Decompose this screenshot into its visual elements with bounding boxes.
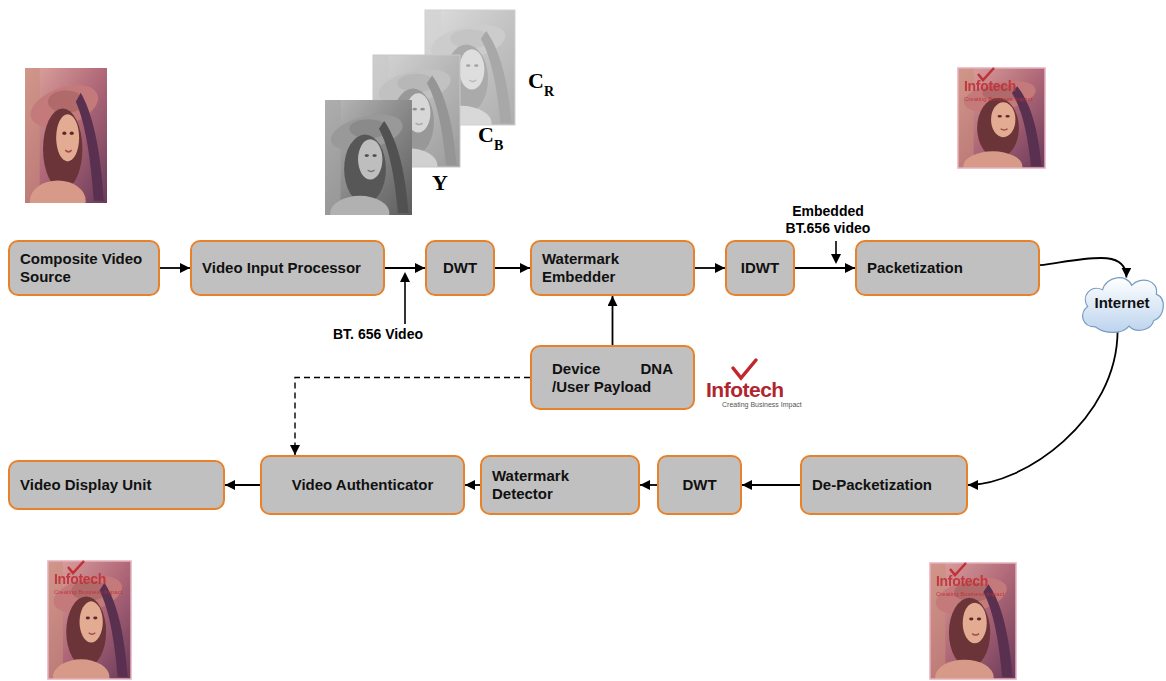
box-text: Packetization [867,259,1028,277]
box-text: IDWT [737,259,783,277]
watermark-text: Infotech [54,571,106,587]
box-text: Video Display Unit [20,476,213,494]
arrow-connector [160,267,190,269]
arrow-connector [612,296,614,345]
arrow-connector [225,484,260,486]
channel-label: C [528,68,544,94]
process-box: IDWT [725,240,795,296]
arrow-connector [795,267,855,269]
arrow-connector [695,267,725,269]
process-box: Video Authenticator [260,455,465,515]
box-text: DWT [437,259,483,277]
process-box: Video Display Unit [8,460,225,510]
channel-subscript: R [544,84,554,100]
channel-label: C [478,122,494,148]
process-box: Watermark Embedder [530,240,695,296]
process-box: Video Input Processor [190,240,385,296]
cloud-node: Internet [1078,272,1166,334]
arrow-connector [495,267,530,269]
process-box: De-Packetization [800,455,968,515]
arrow-connector [640,484,657,486]
box-text: Video Input Processor [202,259,373,277]
process-box: Watermark Detector [480,455,640,515]
arrow-connector [1040,258,1126,278]
process-box: DWT [657,455,742,515]
channel-subscript: B [494,138,503,154]
box-text: Device DNA /User Payload [552,360,673,396]
watermark-text: Infotech [964,78,1016,94]
box-text: Watermark Detector [492,467,628,503]
box-text: Internet [1082,294,1162,312]
logo-text: Infotech [706,378,784,402]
signal-label: Embedded BT.656 video [772,203,884,237]
arrow-connector [742,484,800,486]
signal-label: BT. 656 Video [333,326,423,343]
box-text: Watermark Embedder [542,250,683,286]
watermark-text: Creating Business Impact [936,591,1004,597]
box-text: DWT [669,476,730,494]
watermark-text: Creating Business Impact [964,96,1032,102]
dashed-connector [295,378,530,456]
logo-tagline: Creating Business Impact [722,401,802,408]
watermark-text: Infotech [936,573,988,589]
process-box: DWT [425,240,495,296]
channel-label: Y [432,170,448,196]
arrow-connector [385,267,425,269]
arrow-connector [465,484,480,486]
watermark-text: Creating Business Impact [54,589,122,595]
box-text: De-Packetization [812,476,956,494]
process-box: Composite Video Source [8,240,160,296]
process-box: Packetization [855,240,1040,296]
payload-box: Device DNA /User Payload [530,345,695,410]
box-text: Video Authenticator [272,476,453,494]
box-text: Composite Video Source [20,250,148,286]
arrow-connector [968,330,1118,485]
